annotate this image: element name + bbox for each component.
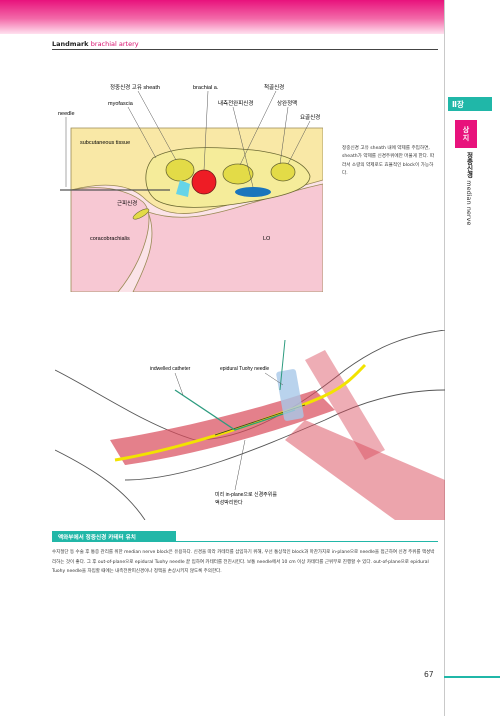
lo-muscle (132, 183, 323, 292)
body-paragraph: 수지절단 등 수술 후 통증 관리를 위한 median nerve block… (52, 550, 435, 574)
tuohy-needle (279, 339, 286, 391)
latissimus-muscle (285, 420, 445, 520)
landmark-sub: brachial artery (90, 40, 139, 48)
arm-diagram: indwelled catheter epidural Tuohy needle… (55, 330, 445, 520)
ultrasound-probe (276, 369, 304, 421)
median-nerve (165, 158, 195, 182)
label-myofascia: myofascia (108, 101, 134, 107)
ulnar-nerve (222, 163, 254, 185)
section-heading: 액와부에서 정중신경 카테터 유치 (52, 531, 176, 542)
injected-drug (176, 180, 190, 197)
section-subtitle-en: median nerve (465, 180, 473, 226)
label-catheter: indwelled catheter (150, 366, 191, 372)
chapter-tab[interactable]: Ⅱ장 (448, 97, 492, 111)
arm-outline-lower (124, 389, 445, 481)
side-rule (444, 0, 445, 716)
indwelled-catheter (174, 389, 296, 431)
label-medial-cutaneous: 내측전완피신경 (218, 99, 253, 107)
landmark-label: Landmark (52, 40, 89, 48)
brachial-artery (191, 169, 217, 195)
label-ulnar-nerve: 척골신경 (264, 83, 284, 91)
header-band (0, 0, 444, 34)
section-tab[interactable]: 상지 (455, 120, 477, 148)
label-musculocutaneous: 근피신경 (117, 199, 137, 207)
label-inplane-2: 액성박리한다 (215, 499, 243, 506)
radial-nerve (270, 162, 296, 182)
heading-rule (52, 541, 438, 542)
label-lo: LO (263, 236, 271, 242)
forearm-outline (55, 449, 146, 520)
landmark-title: Landmark brachial artery (52, 40, 139, 48)
section-subtitle-kr: 정중신경 (465, 152, 473, 178)
label-subcutaneous: subcutaneous tissue (80, 140, 130, 146)
arm-leader-lines (174, 372, 284, 491)
page-number: 67 (424, 670, 434, 679)
label-sheath: 정중신경 고유 sheath (110, 83, 160, 91)
pectoralis-muscle (305, 350, 385, 460)
coracobrachialis-muscle (70, 187, 150, 292)
leader-lines (65, 90, 311, 188)
footer-line (444, 676, 500, 678)
biceps-muscle (110, 390, 335, 465)
musculocutaneous-nerve (132, 208, 150, 220)
section-subtitle: 정중신경 median nerve (460, 152, 474, 252)
label-coracobrachialis: coracobrachialis (90, 236, 130, 242)
diagram-note: 정중신경 고유 sheath 내에 약제를 주입하면, sheath가 약제를 … (342, 145, 435, 177)
label-brachial-vein: 상완정맥 (277, 99, 297, 107)
label-inplane-1: 미리 in-plane으로 신경주위를 (215, 491, 277, 498)
label-radial-nerve: 요골신경 (300, 113, 320, 121)
label-needle: needle (58, 111, 75, 117)
brachial-vein (235, 187, 271, 197)
cross-section-diagram: 정중신경 고유 sheath brachial a. 척골신경 myofasci… (58, 83, 323, 292)
landmark-rule (52, 49, 438, 50)
label-brachial-artery: brachial a. (193, 85, 219, 91)
label-tuohy: epidural Tuohy needle (220, 366, 269, 372)
